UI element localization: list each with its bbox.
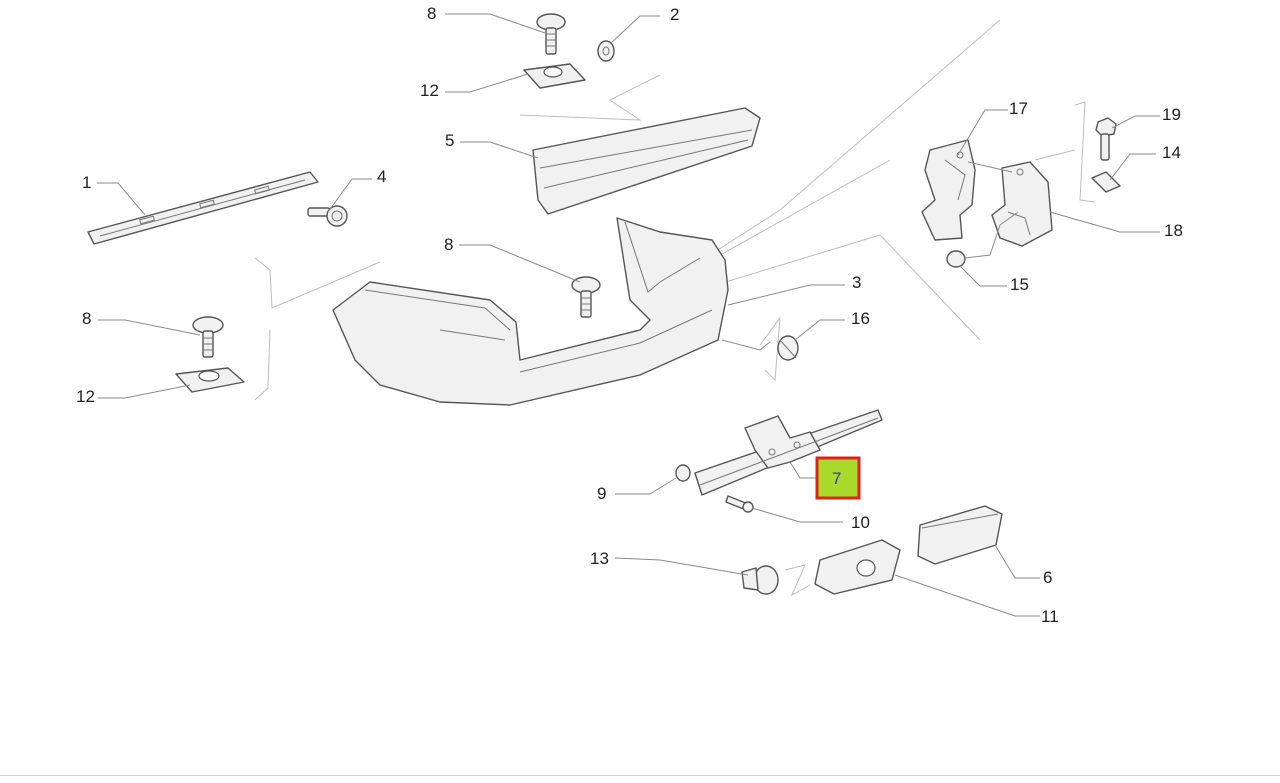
part-4-bolt	[307, 205, 348, 227]
part-19-bolt	[1095, 117, 1117, 161]
callout-18: 18	[1164, 221, 1183, 240]
part-15-nut	[946, 250, 966, 268]
part-9-plug	[675, 464, 691, 482]
part-7-bracket	[694, 409, 883, 496]
part-14-clip	[1091, 171, 1121, 193]
callout-6: 6	[1043, 568, 1052, 587]
part-5-reinforcement	[532, 107, 761, 215]
part-16-cap	[777, 335, 799, 361]
leader-lines	[97, 13, 1160, 617]
part-11-housing	[814, 539, 901, 595]
bottom-divider	[0, 775, 1280, 776]
callout-14: 14	[1162, 143, 1181, 162]
part-2-grommet	[597, 40, 615, 62]
callout-8-middle: 8	[444, 235, 453, 254]
part-17-bracket	[921, 139, 976, 241]
part-13-sensor	[741, 565, 779, 595]
callout-19: 19	[1162, 105, 1181, 124]
callout-2: 2	[670, 5, 679, 24]
part-8-clip-middle	[571, 276, 601, 318]
part-1-trim-strip	[87, 171, 319, 245]
callout-17: 17	[1009, 99, 1028, 118]
callout-3: 3	[852, 273, 861, 292]
callout-16: 16	[851, 309, 870, 328]
callout-13: 13	[590, 549, 609, 568]
callout-15: 15	[1010, 275, 1029, 294]
part-6-reflector	[917, 505, 1003, 565]
part-3-bumper	[332, 217, 729, 406]
callout-11: 11	[1041, 607, 1059, 626]
callout-9: 9	[597, 484, 606, 503]
callout-7-highlighted[interactable]: 7	[815, 456, 861, 500]
callouts: 8 2 12 5 1 4 8 3 8 12 16 17 19 14 18 15 …	[76, 4, 1183, 626]
part-8-clip-top	[536, 13, 566, 55]
callout-4: 4	[377, 167, 386, 186]
callout-1: 1	[82, 173, 91, 192]
callout-8-top: 8	[427, 4, 436, 23]
part-8-clip-left	[192, 316, 224, 358]
callout-8-left: 8	[82, 309, 91, 328]
part-10-screw	[725, 495, 754, 513]
callout-7-label: 7	[832, 469, 841, 488]
part-18-bracket	[991, 161, 1053, 247]
callout-10: 10	[851, 513, 870, 532]
part-12-nut-left	[175, 367, 245, 393]
part-12-nut-top	[523, 63, 586, 89]
callout-12-left: 12	[76, 387, 95, 406]
callout-5: 5	[445, 131, 454, 150]
callout-12-top: 12	[420, 81, 439, 100]
